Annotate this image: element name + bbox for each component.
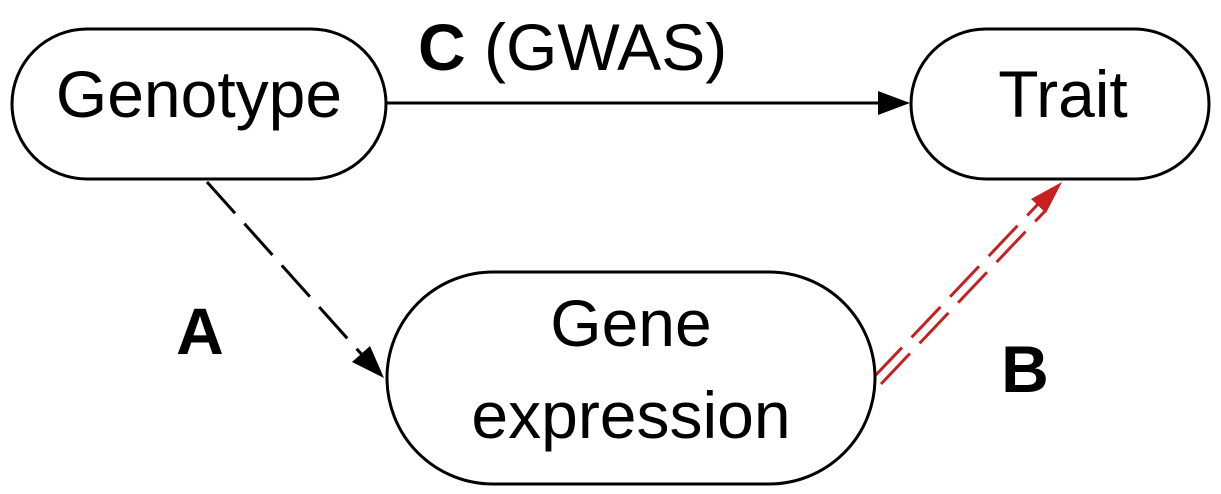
edge-genotype-to-expression xyxy=(205,180,384,378)
arrowhead-icon xyxy=(878,91,910,115)
arrowhead-icon xyxy=(352,346,384,378)
edge-label-b: B xyxy=(1001,332,1049,406)
node-gene-expression-label-line2: expression xyxy=(471,378,790,452)
edge-label-c-suffix: (GWAS) xyxy=(466,10,728,84)
node-trait: Trait xyxy=(909,27,1211,181)
edge-genotype-to-trait xyxy=(387,91,910,115)
node-genotype: Genotype xyxy=(10,27,388,181)
node-gene-expression-label-line1: Gene xyxy=(550,286,711,360)
node-gene-expression: Gene expression xyxy=(385,270,877,486)
edge-expression-to-trait xyxy=(871,182,1062,386)
arrowhead-icon xyxy=(1031,182,1062,213)
node-trait-label: Trait xyxy=(998,57,1128,131)
edge-label-c: C (GWAS) xyxy=(418,10,727,84)
node-genotype-label: Genotype xyxy=(56,57,342,131)
edge-label-c-letter: C xyxy=(418,10,466,84)
edge-label-a: A xyxy=(176,294,224,368)
